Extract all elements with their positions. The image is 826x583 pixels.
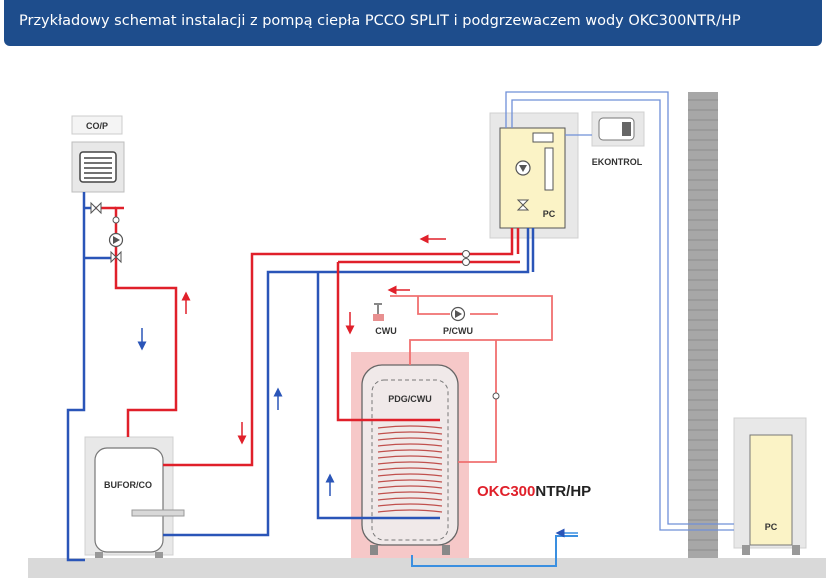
ekontrol-controller: EKONTROL bbox=[591, 111, 645, 167]
flow-arrows bbox=[137, 234, 578, 538]
supply-connector-icon bbox=[462, 250, 470, 258]
dhw-circulation-pipes bbox=[390, 295, 553, 463]
supply-pipes bbox=[96, 206, 520, 467]
heat-pump-indoor-label: PC bbox=[543, 209, 556, 219]
heat-pump-internal-pump-icon bbox=[515, 160, 531, 176]
heat-pump-indoor-unit: PC bbox=[489, 112, 579, 239]
radiator-label-box: CO/P bbox=[71, 115, 123, 135]
dhw-tap-label: CWU bbox=[375, 326, 397, 336]
dhw-tap-icon: CWU bbox=[373, 303, 397, 336]
tank-model-label: OKC300NTR/HP bbox=[477, 483, 591, 500]
buffer-tank-label: BUFOR/CO bbox=[104, 480, 152, 490]
radiator-pump-icon bbox=[108, 232, 124, 248]
wall-column bbox=[688, 92, 718, 558]
dhw-pump-label: P/CWU bbox=[443, 326, 473, 336]
header-bar: Przykładowy schemat instalacji z pompą c… bbox=[4, 0, 822, 46]
heat-pump-outdoor-unit: PC bbox=[733, 417, 807, 555]
dhw-pump-icon: P/CWU bbox=[443, 306, 473, 336]
signal-lines bbox=[505, 91, 734, 531]
floor bbox=[28, 558, 826, 578]
ekontrol-label: EKONTROL bbox=[592, 157, 643, 167]
return-pipes bbox=[66, 192, 535, 562]
mixing-valve-icon bbox=[110, 250, 122, 264]
radiator-label: CO/P bbox=[86, 121, 108, 131]
dhw-tank: PDG/CWU bbox=[361, 364, 459, 555]
page-title: Przykładowy schemat instalacji z pompą c… bbox=[19, 13, 741, 29]
radiator-icon bbox=[71, 141, 125, 193]
tank-model-red: OKC300 bbox=[477, 483, 535, 500]
tank-model-black: NTR/HP bbox=[535, 483, 591, 500]
radiator-sensor-icon bbox=[112, 216, 120, 224]
heat-pump-internal-valve-icon bbox=[516, 199, 530, 211]
return-connector-icon bbox=[462, 258, 470, 266]
dhw-sensor-icon bbox=[492, 392, 500, 400]
dhw-tank-label: PDG/CWU bbox=[388, 394, 432, 404]
heat-pump-outdoor-label: PC bbox=[765, 522, 778, 532]
radiator-valve-icon bbox=[90, 201, 102, 215]
buffer-tank: BUFOR/CO bbox=[84, 436, 185, 558]
